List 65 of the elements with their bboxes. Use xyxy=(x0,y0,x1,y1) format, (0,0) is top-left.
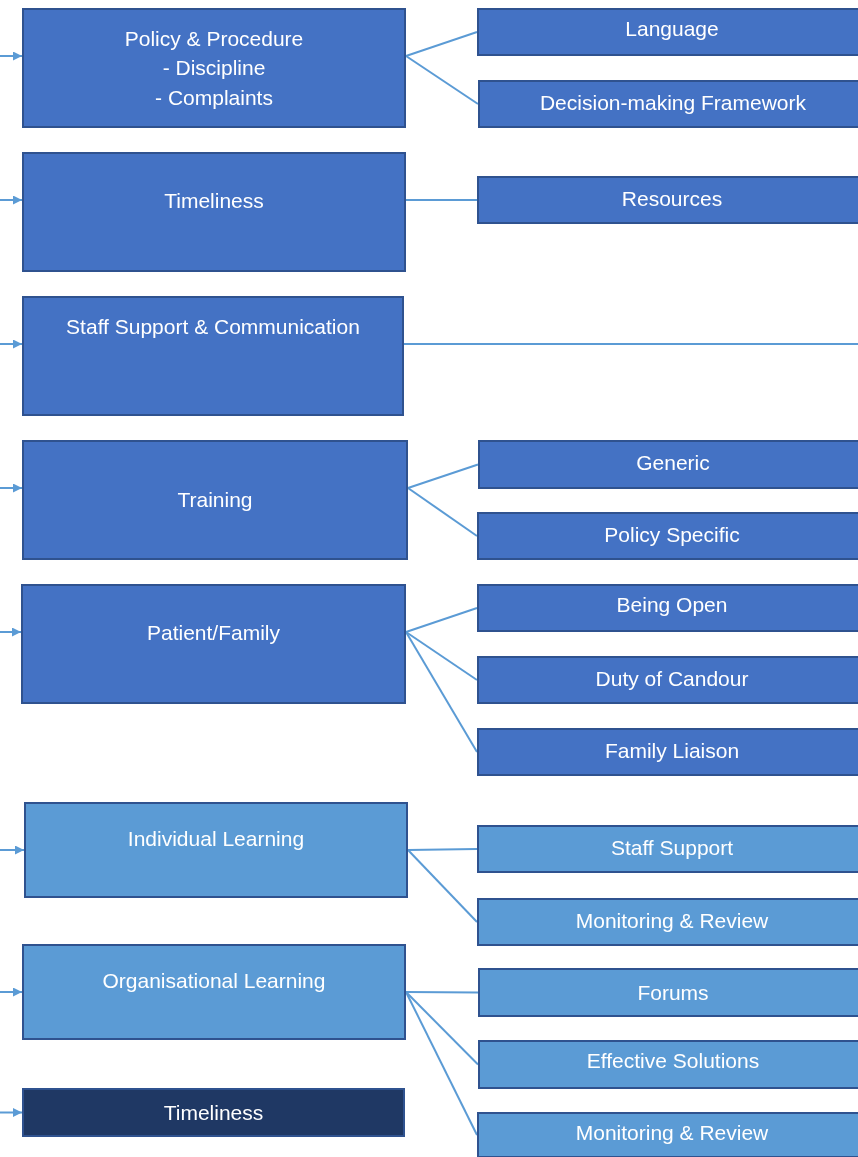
box-label: Organisational Learning xyxy=(102,968,326,994)
arrow xyxy=(0,51,23,61)
arrow xyxy=(0,627,22,637)
arrow xyxy=(0,483,23,493)
box-label: Decision-making Framework xyxy=(539,90,807,116)
connector-line xyxy=(405,199,478,201)
process-box xyxy=(22,8,406,128)
box-label: Individual Learning xyxy=(127,826,305,852)
process-box xyxy=(22,296,404,416)
process-box xyxy=(478,968,858,1017)
process-box xyxy=(477,656,858,704)
process-box xyxy=(477,825,858,873)
box-label: Staff Support xyxy=(610,835,734,861)
box-label: Being Open xyxy=(616,592,728,618)
process-box xyxy=(478,1040,858,1089)
process-box xyxy=(22,1088,405,1137)
box-label: Timeliness xyxy=(164,188,264,214)
connector-line xyxy=(407,463,479,489)
process-box xyxy=(477,512,858,560)
process-box xyxy=(22,944,406,1040)
box-label: Policy & Procedure xyxy=(124,25,304,52)
connector-line xyxy=(407,848,478,851)
process-box xyxy=(477,8,858,56)
process-box xyxy=(477,728,858,776)
box-label: - Discipline xyxy=(162,55,266,82)
arrow xyxy=(0,339,23,349)
arrow xyxy=(0,987,23,997)
process-box xyxy=(478,80,858,128)
process-box xyxy=(477,176,858,224)
arrow xyxy=(0,845,25,855)
box-label: Effective Solutions xyxy=(586,1048,760,1074)
process-box xyxy=(477,898,858,946)
box-label: Monitoring & Review xyxy=(575,1120,769,1146)
box-label: Forums xyxy=(637,979,709,1006)
box-label: Monitoring & Review xyxy=(575,908,769,934)
connector-line xyxy=(405,631,478,681)
connector-line xyxy=(407,487,478,537)
box-label: Resources xyxy=(621,186,723,212)
process-box xyxy=(21,584,406,704)
connector-line xyxy=(405,55,479,105)
box-label: Policy Specific xyxy=(604,522,740,548)
connector-line xyxy=(405,991,479,994)
box-label: - Complaints xyxy=(155,84,273,111)
process-box xyxy=(477,1112,858,1157)
process-box xyxy=(478,440,858,489)
connector-line xyxy=(405,991,479,1066)
connector-line xyxy=(405,607,478,633)
box-label: Language xyxy=(625,16,719,42)
box-label: Duty of Candour xyxy=(595,666,749,692)
connector-line xyxy=(407,849,478,923)
connector-line xyxy=(405,631,478,753)
process-box xyxy=(22,152,406,272)
arrow xyxy=(0,1108,23,1117)
box-label: Staff Support & Communication xyxy=(66,314,360,340)
connector-line xyxy=(403,343,858,345)
box-label: Family Liaison xyxy=(604,738,740,764)
box-label: Timeliness xyxy=(163,1099,264,1126)
arrow xyxy=(0,195,23,205)
box-label: Patient/Family xyxy=(146,620,280,646)
process-box xyxy=(477,584,858,632)
connector-line xyxy=(405,31,478,57)
box-label: Training xyxy=(177,487,253,514)
box-label: Generic xyxy=(636,450,710,476)
process-box xyxy=(24,802,408,898)
process-box xyxy=(22,440,408,560)
